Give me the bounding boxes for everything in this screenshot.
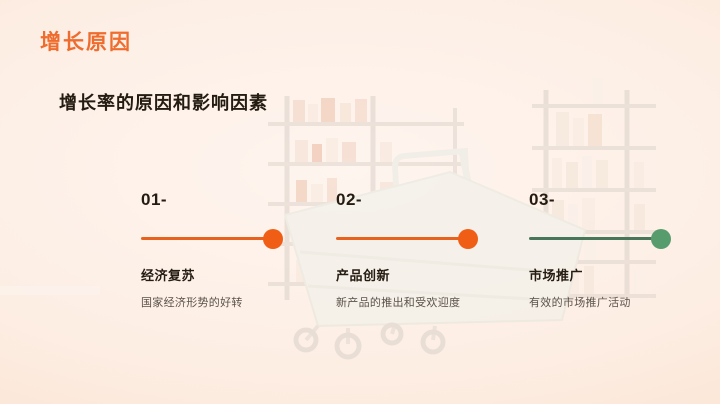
timeline-description: 有效的市场推广活动 xyxy=(529,297,631,309)
page-subtitle: 增长率的原因和影响因素 xyxy=(59,93,268,113)
timeline-description: 新产品的推出和受欢迎度 xyxy=(336,297,461,309)
timeline-label: 经济复苏 xyxy=(141,268,196,283)
page-title: 增长原因 xyxy=(40,31,132,54)
timeline-number: 02- xyxy=(336,190,363,209)
timeline-description: 国家经济形势的好转 xyxy=(141,297,243,309)
timeline-label: 产品创新 xyxy=(336,268,391,283)
timeline-dot xyxy=(458,229,478,249)
timeline-item-product-innovation: 02- 产品创新 新产品的推出和受欢迎度 xyxy=(335,189,527,321)
timeline-label: 市场推广 xyxy=(529,268,584,283)
floor-highlight xyxy=(0,286,100,295)
timeline-item-economic-recovery: 01- 经济复苏 国家经济形势的好转 xyxy=(140,189,332,321)
timeline-dot xyxy=(651,229,671,249)
timeline-number: 03- xyxy=(529,190,556,209)
timeline-number: 01- xyxy=(141,190,168,209)
timeline-line xyxy=(529,237,656,240)
timeline-item-marketing: 03- 市场推广 有效的市场推广活动 xyxy=(528,189,720,321)
timeline-line xyxy=(141,237,268,240)
timeline-dot xyxy=(263,229,283,249)
timeline-line xyxy=(336,237,463,240)
